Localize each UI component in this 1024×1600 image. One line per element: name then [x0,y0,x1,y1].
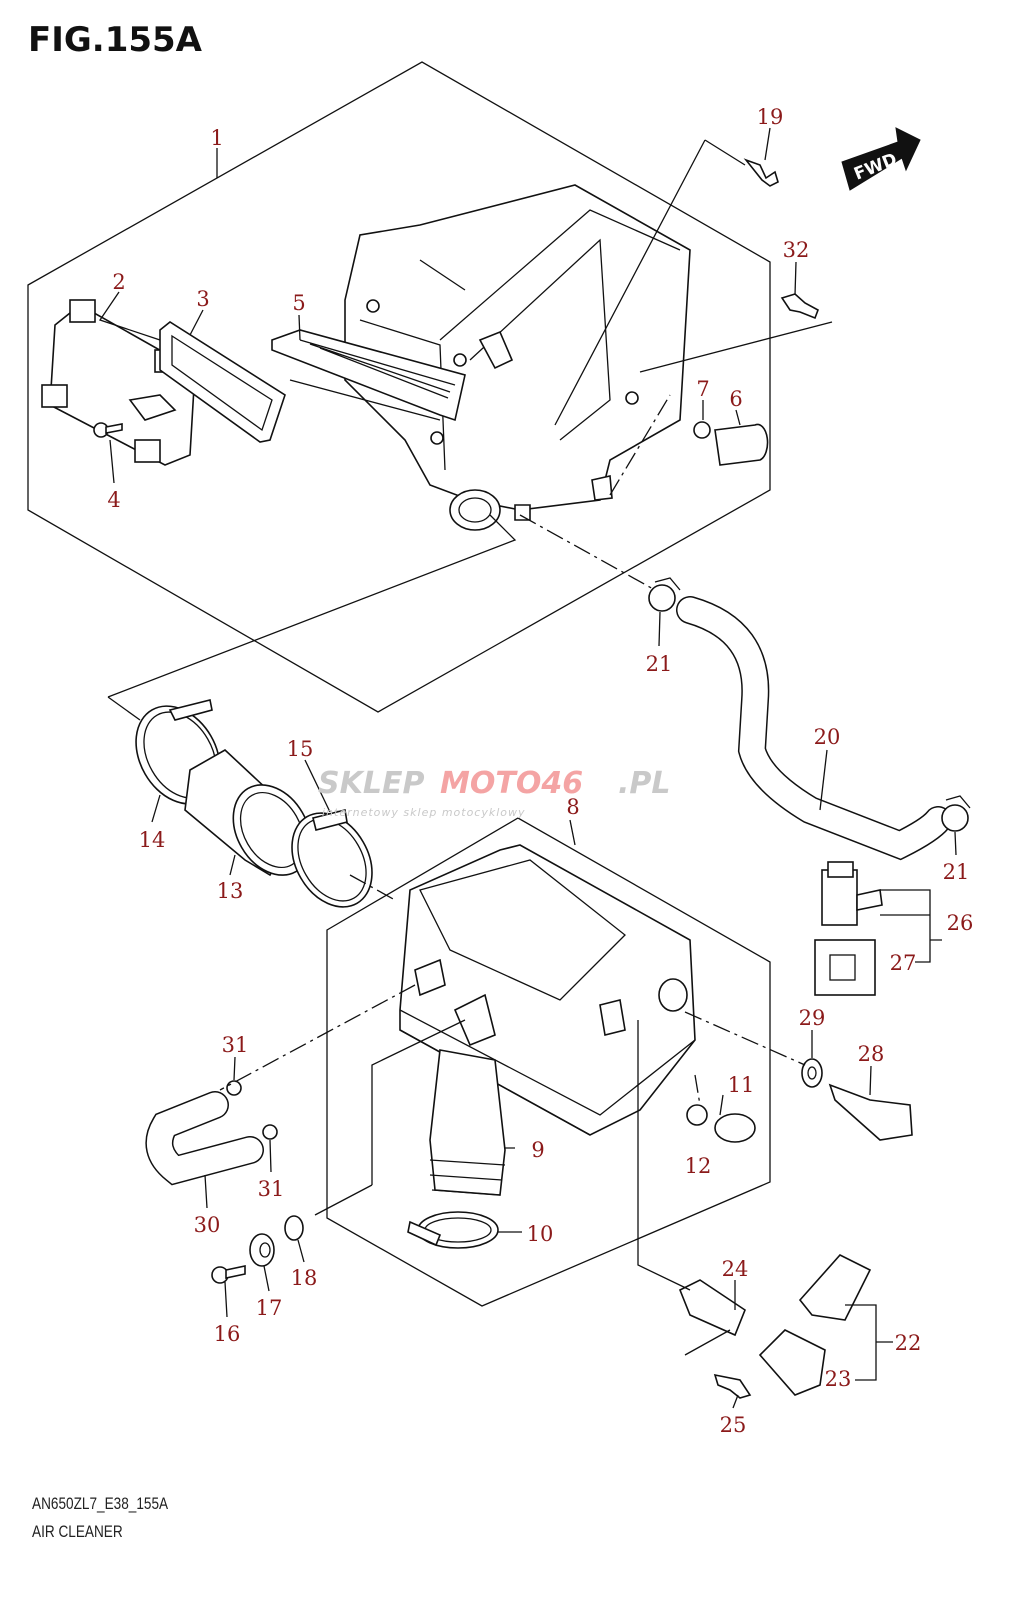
washer-29 [801,1058,823,1088]
model-code: AN650ZL7_E38_155A [32,1494,169,1513]
gasket-3 [159,321,286,443]
callout-21a: 21 [646,652,673,676]
callout-13: 13 [217,879,244,903]
callout-labels: 1 2 3 4 5 6 7 8 9 10 11 12 13 14 15 16 1… [107,105,973,1437]
clip-7 [693,421,711,439]
screw-4 [93,422,123,438]
fwd-arrow-icon: FWD [841,127,921,191]
callout-7: 7 [696,377,709,401]
clamp-10 [407,1211,499,1249]
bolt-16 [211,1265,246,1284]
cover-27 [814,939,876,996]
collar-18 [284,1215,304,1241]
callout-14: 14 [139,828,166,852]
callout-31a: 31 [222,1033,249,1057]
intake-duct-9 [429,1049,506,1196]
callout-10: 10 [527,1222,554,1246]
callout-25: 25 [720,1413,747,1437]
callout-8: 8 [566,795,579,819]
cap-6 [714,423,769,466]
callout-23: 23 [825,1367,852,1391]
watermark-sklep: SKLEP [318,766,424,801]
callout-19: 19 [757,105,784,129]
callout-31b: 31 [258,1177,285,1201]
hose-30 [145,1091,264,1186]
callout-6: 6 [729,387,742,411]
figure-caption: AIR CLEANER [32,1522,123,1541]
cap-11 [714,1113,756,1143]
callout-22: 22 [895,1331,922,1355]
callout-26: 26 [947,911,974,935]
callout-18: 18 [291,1266,318,1290]
callout-24: 24 [722,1257,749,1281]
watermark-pl: .PL [618,766,671,801]
watermark-logo: SKLEP MOTO46 .PL internetowy sklep motoc… [318,766,671,819]
clamp-21b [941,795,971,832]
clamp-21a [648,577,681,612]
callout-11: 11 [728,1073,755,1097]
clip-31b [262,1124,278,1140]
clip-31a [226,1080,242,1096]
sensor-28 [828,1083,913,1141]
callout-4: 4 [107,488,120,512]
screw-25 [713,1373,752,1399]
callout-27: 27 [890,951,917,975]
callout-32: 32 [783,238,810,262]
figure-title: FIG.155A [28,20,202,60]
sensor-26 [821,861,883,926]
callout-30: 30 [194,1213,221,1237]
callout-29: 29 [799,1006,826,1030]
callout-3: 3 [196,287,209,311]
callout-17: 17 [256,1296,283,1320]
watermark-moto46: MOTO46 [440,766,583,801]
hose-20 [676,596,952,861]
dashed-lines [219,394,806,1106]
callout-1: 1 [210,126,223,150]
callout-15: 15 [287,737,314,761]
assembly-frame-1 [27,61,771,713]
clamp-15 [291,809,373,908]
callout-2: 2 [112,270,125,294]
callout-12: 12 [685,1154,712,1178]
cover-23 [758,1329,826,1396]
callout-20: 20 [814,725,841,749]
clip-12 [686,1104,708,1126]
callout-9: 9 [531,1138,544,1162]
callout-28: 28 [858,1042,885,1066]
assembly-frame-8 [326,817,771,1307]
watermark-tagline: internetowy sklep motocyklowy [322,806,526,819]
bracket-24 [678,1279,746,1337]
intake-duct-13 [184,749,312,877]
callout-21b: 21 [943,860,970,884]
sensor-22 [798,1254,872,1321]
screw-19 [743,158,779,187]
grommet-17 [249,1233,275,1267]
leader-lines [98,127,957,1409]
callout-5: 5 [292,291,305,315]
air-cleaner-case [344,184,691,531]
callout-16: 16 [214,1322,241,1346]
screw-32 [780,293,819,320]
